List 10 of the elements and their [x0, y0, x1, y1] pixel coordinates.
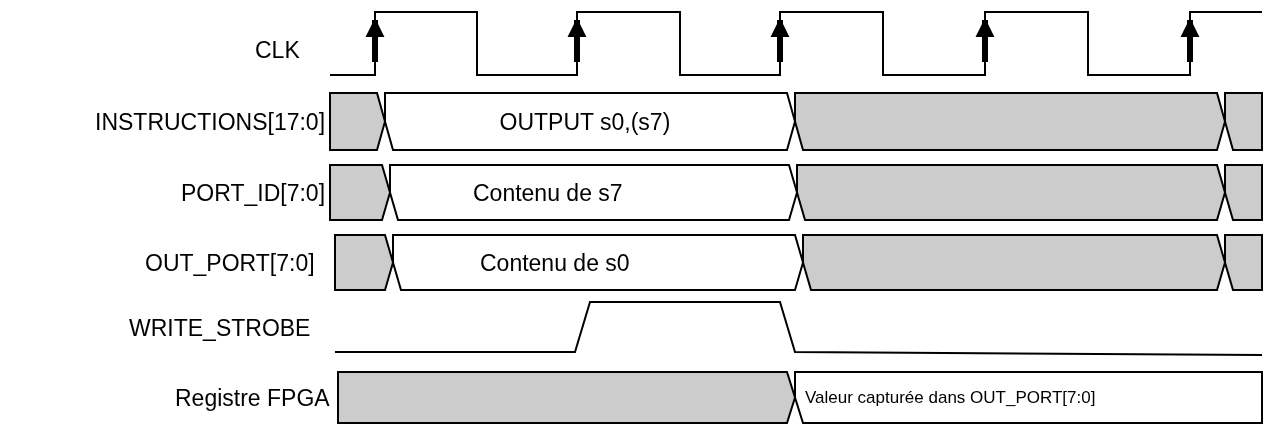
bus-value-label: OUTPUT s0,(s7) [499, 109, 671, 135]
bus-value-label: Contenu de s0 [480, 250, 630, 276]
signal-name: Registre FPGA [175, 385, 330, 411]
bus-value-label: Valeur capturée dans OUT_PORT[7:0] [805, 387, 1096, 409]
signal-name: CLK [255, 37, 300, 63]
signal-name: INSTRUCTIONS[17:0] [95, 109, 326, 135]
bus-value-label: Contenu de s7 [473, 180, 623, 206]
signal-name: WRITE_STROBE [129, 315, 311, 341]
signal-name: OUT_PORT[7:0] [145, 250, 315, 276]
signal-name: PORT_ID[7:0] [181, 180, 326, 206]
